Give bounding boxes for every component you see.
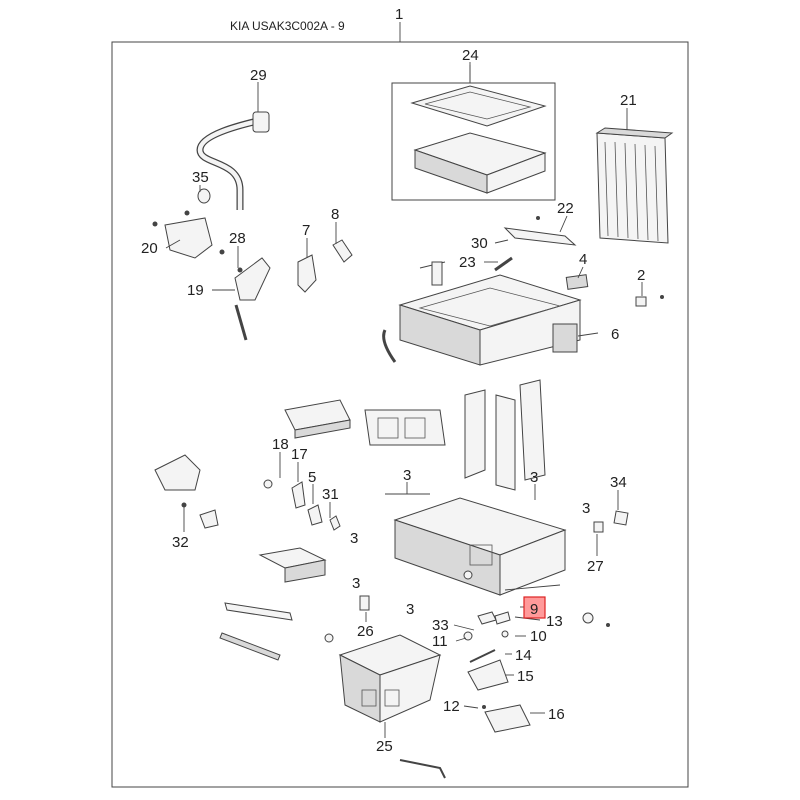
callout-9: 9: [530, 601, 538, 618]
linkage-part-19: [234, 257, 271, 341]
callout-8: 8: [331, 206, 339, 223]
callout-2: 2: [637, 267, 645, 284]
small-parts-lower-center: [463, 611, 511, 641]
vent-door-frame: [364, 409, 446, 446]
callout-3d: 3: [350, 530, 358, 547]
callout-26: 26: [357, 623, 374, 640]
callout-30: 30: [471, 235, 488, 252]
callout-22: 22: [557, 200, 574, 217]
callout-14: 14: [515, 647, 532, 664]
sensor-rod-part: [219, 602, 293, 661]
callout-11: 11: [432, 633, 448, 650]
callout-33: 33: [432, 617, 449, 634]
upper-heater-case: [382, 261, 582, 366]
callout-32: 32: [172, 534, 189, 551]
bracket-part-15: [467, 659, 509, 691]
callout-13: 13: [546, 613, 563, 630]
callout-12: 12: [443, 698, 460, 715]
callout-17: 17: [291, 446, 308, 463]
callout-21: 21: [620, 92, 637, 109]
callout-3c: 3: [582, 500, 590, 517]
small-part-23: [494, 256, 513, 272]
callout-4: 4: [579, 251, 587, 268]
callout-35: 35: [192, 169, 209, 186]
clip-right: [582, 612, 610, 627]
clip-part-2: [635, 295, 664, 307]
small-washer: [324, 633, 334, 643]
door-panels: [464, 379, 546, 491]
filter-tray-part: [258, 547, 327, 583]
callout-28: 28: [229, 230, 246, 247]
callout-18: 18: [272, 436, 289, 453]
callout-25: 25: [376, 738, 393, 755]
actuator-part-16: [482, 704, 531, 733]
filter-inset-box: [391, 82, 556, 201]
pad-part-34: [613, 510, 629, 526]
callout-10: 10: [530, 628, 547, 645]
callout-3a: 3: [403, 467, 411, 484]
door-shaft-part-22: [503, 216, 577, 246]
callout-3e: 3: [352, 575, 360, 592]
callout-1: 1: [395, 6, 403, 23]
bracket-part-20: [152, 210, 225, 259]
callout-34: 34: [610, 474, 627, 491]
seal-part-4: [565, 274, 589, 290]
callout-15: 15: [517, 668, 534, 685]
air-filter-frames-part: [410, 85, 547, 194]
duct-part-upper-left: [284, 399, 351, 439]
highlighted-part-box: [523, 596, 546, 619]
diagram-title: KIA USAK3C002A - 9: [230, 19, 345, 33]
callout-27: 27: [587, 558, 604, 575]
callout-19: 19: [187, 282, 204, 299]
lower-heater-case: [393, 497, 567, 596]
seal-part-26: [359, 595, 370, 611]
rod-part-bottom: [399, 759, 446, 779]
small-parts-left: [263, 479, 341, 531]
link-part-14: [469, 649, 496, 663]
blower-housing-part-25: [338, 634, 442, 723]
callout-6: 6: [611, 326, 619, 343]
callout-16: 16: [548, 706, 565, 723]
callout-29: 29: [250, 67, 267, 84]
mode-actuator-part-32: [154, 454, 219, 529]
callout-20: 20: [141, 240, 158, 257]
lever-part-7: [297, 254, 317, 293]
actuator-part-8: [332, 239, 353, 263]
callout-3f: 3: [406, 601, 414, 618]
callout-labels: 1 24 21 29 35 8 22 7 28 30 20 4 23 2 19 …: [141, 6, 645, 755]
callout-23: 23: [459, 254, 476, 271]
callout-31: 31: [322, 486, 339, 503]
heater-core-part: [595, 127, 674, 244]
callout-7: 7: [302, 222, 310, 239]
callout-5: 5: [308, 469, 316, 486]
pipe-assembly-part: [196, 111, 270, 210]
callout-24: 24: [462, 47, 479, 64]
callout-3b: 3: [530, 469, 538, 486]
clip-part-27: [593, 521, 604, 533]
